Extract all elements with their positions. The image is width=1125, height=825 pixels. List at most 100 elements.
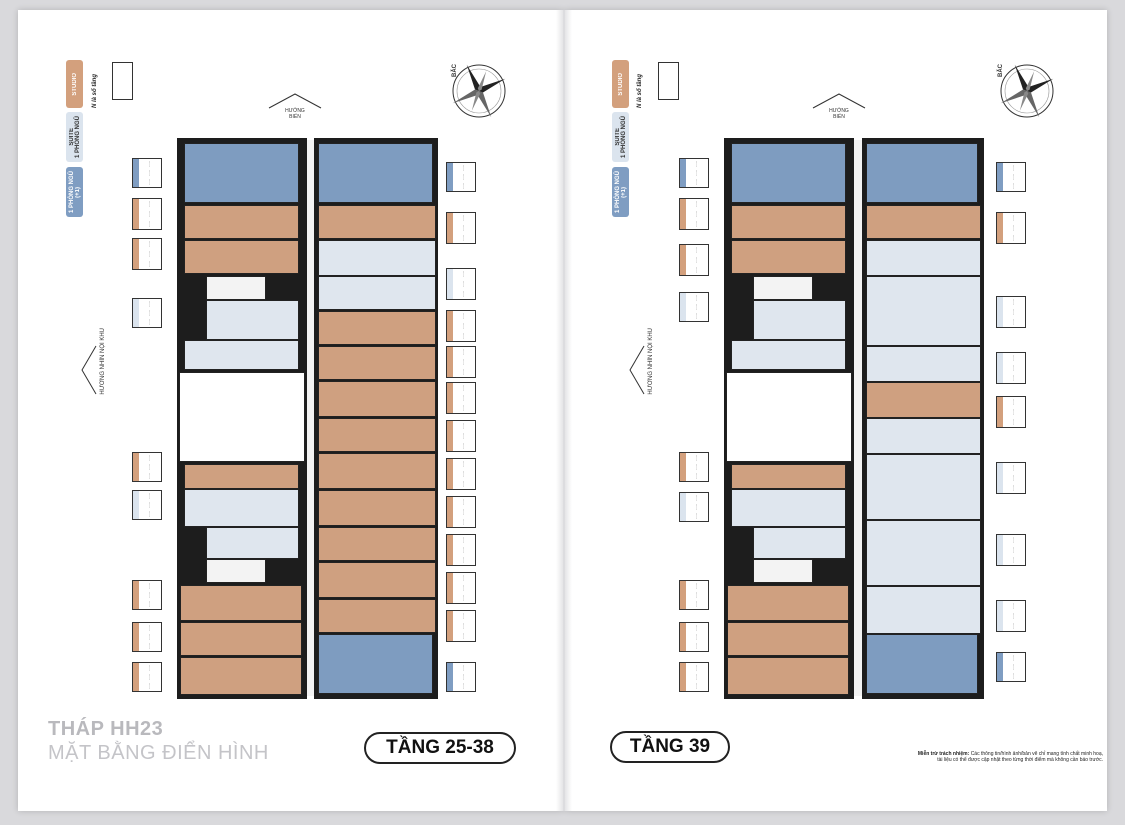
- unit-label: ···············: [996, 162, 1026, 192]
- unit: [180, 657, 302, 695]
- unit: [731, 205, 846, 239]
- unit-label: ···············: [446, 420, 476, 452]
- unit: [184, 240, 299, 274]
- unit-label: ···············: [446, 496, 476, 528]
- unit: [318, 381, 436, 417]
- unit: [731, 240, 846, 274]
- stair: [753, 276, 813, 300]
- unit: [866, 276, 981, 346]
- unit-label: ···············: [446, 458, 476, 490]
- unit-label: ···············: [996, 462, 1026, 494]
- inner-view-arrow-icon: [81, 345, 97, 395]
- elevator-core: [726, 372, 852, 462]
- unit-label: ···············: [132, 490, 162, 520]
- unit: [184, 489, 299, 527]
- unit-label: ···············: [679, 492, 709, 522]
- unit-label: ···············: [679, 198, 709, 230]
- legend-one-bedroom-chip: 1 PHÒNG NGỦ(+1): [612, 167, 629, 217]
- disclaimer-heading: Miễn trừ trách nhiệm:: [917, 751, 970, 757]
- unit: [866, 143, 978, 203]
- unit: [866, 520, 981, 586]
- legend-one-bedroom-chip: 1 PHÒNG NGỦ(+1): [66, 167, 83, 217]
- unit: [318, 634, 433, 694]
- corridor: [854, 140, 862, 696]
- unit-label: ···············: [996, 212, 1026, 244]
- unit-label: ···············: [679, 244, 709, 276]
- stair: [206, 276, 266, 300]
- unit: [866, 346, 981, 382]
- tower-title: THÁP HH23: [48, 718, 164, 740]
- unit: [727, 657, 849, 695]
- unit-label: ···············: [446, 162, 476, 192]
- unit-label: ···············: [132, 298, 162, 328]
- legend-info-box: [658, 62, 679, 100]
- unit: [866, 240, 981, 276]
- book-spine: [556, 10, 572, 811]
- unit-label: ···············: [996, 352, 1026, 384]
- unit: [184, 464, 299, 489]
- unit-label: ···············: [446, 534, 476, 566]
- unit: [731, 340, 846, 370]
- inner-view-arrow-icon: [629, 345, 645, 395]
- legend-info-box: [112, 62, 133, 100]
- unit-label: ···············: [446, 572, 476, 604]
- unit: [318, 346, 436, 380]
- floor-badge: TẦNG 39: [610, 731, 730, 763]
- unit: [866, 586, 981, 634]
- unit: [184, 340, 299, 370]
- compass-north-label: BẮC: [998, 64, 1004, 77]
- legend-note: N là số tầng: [92, 73, 98, 108]
- unit: [866, 418, 981, 454]
- unit-label: ···············: [132, 452, 162, 482]
- unit-label: ···············: [996, 534, 1026, 566]
- legend-studio-chip: STUDIO: [66, 60, 83, 108]
- unit: [866, 454, 981, 520]
- compass-north-label: BẮC: [452, 64, 458, 77]
- elevator-core: [179, 372, 305, 462]
- unit: [753, 527, 846, 559]
- unit-label: ···············: [132, 622, 162, 652]
- disclaimer-line-1: Các thông tin/hình ảnh/bản vẽ chỉ mang t…: [970, 751, 1103, 757]
- unit-label: ···············: [679, 662, 709, 692]
- sea-direction-arrow-icon: [268, 93, 322, 109]
- unit-label: ···············: [446, 662, 476, 692]
- unit: [866, 382, 981, 418]
- unit: [318, 276, 436, 310]
- unit: [866, 634, 978, 694]
- compass-icon: [452, 64, 506, 118]
- unit-label: ···············: [679, 452, 709, 482]
- unit: [727, 622, 849, 656]
- unit-label: ···············: [132, 198, 162, 230]
- unit: [318, 490, 436, 526]
- corridor: [307, 140, 314, 696]
- unit: [318, 527, 436, 561]
- stair: [753, 559, 813, 583]
- unit-label: ···············: [996, 652, 1026, 682]
- floor-range-badge: TẦNG 25-38: [364, 732, 516, 764]
- unit: [753, 300, 846, 340]
- unit: [731, 143, 846, 203]
- unit-label: ···············: [996, 296, 1026, 328]
- unit-label: ···············: [132, 158, 162, 188]
- unit: [731, 464, 846, 489]
- unit: [318, 453, 436, 489]
- disclaimer: Miễn trừ trách nhiệm: Các thông tin/hình…: [843, 751, 1103, 763]
- unit-label: ···············: [679, 158, 709, 188]
- compass-icon: [1000, 64, 1054, 118]
- unit: [318, 311, 436, 345]
- unit: [318, 599, 436, 633]
- unit: [180, 585, 302, 621]
- unit: [206, 527, 299, 559]
- sea-direction-arrow-icon: [812, 93, 866, 109]
- unit-label: ···············: [679, 292, 709, 322]
- inner-view-label: HƯỚNG NHÌN NỘI KHU: [648, 328, 654, 395]
- unit: [180, 622, 302, 656]
- unit: [731, 489, 846, 527]
- unit: [318, 240, 436, 276]
- unit-label: ···············: [132, 580, 162, 610]
- unit: [318, 418, 436, 452]
